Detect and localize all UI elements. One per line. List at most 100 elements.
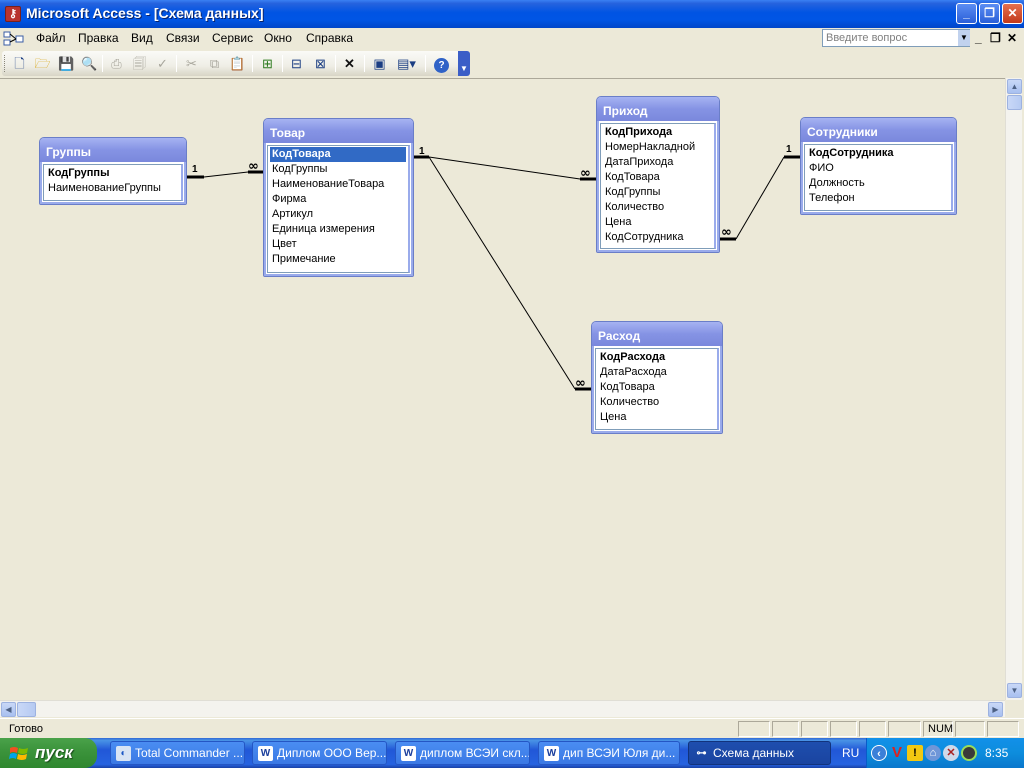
paste-icon[interactable]: 📋 bbox=[229, 56, 246, 71]
help-icon[interactable]: ? bbox=[432, 54, 451, 73]
field[interactable]: НаименованиеГруппы bbox=[48, 182, 161, 194]
menu-file[interactable]: Файл bbox=[36, 31, 66, 45]
show-direct-icon[interactable]: ⊟ bbox=[291, 56, 302, 71]
vertical-scrollbar[interactable]: ▲ ▼ bbox=[1005, 78, 1022, 700]
field[interactable]: НомерНакладной bbox=[605, 141, 696, 153]
field-key[interactable]: КодРасхода bbox=[600, 351, 666, 363]
field[interactable]: ДатаРасхода bbox=[600, 366, 667, 378]
copy-icon[interactable]: ⧉ bbox=[209, 56, 220, 71]
show-all-icon[interactable]: ⊠ bbox=[315, 56, 326, 71]
mdi-restore-button[interactable]: ❐ bbox=[990, 31, 1001, 45]
start-button[interactable]: пуск bbox=[0, 738, 97, 768]
spelling-icon[interactable]: ✓ bbox=[157, 56, 168, 71]
network-disconnected-icon[interactable]: ✕ bbox=[943, 745, 959, 761]
ask-question-dropdown[interactable]: ▼ bbox=[958, 30, 970, 46]
field[interactable]: Цвет bbox=[272, 238, 297, 250]
new-object-icon[interactable]: ▣ bbox=[373, 56, 386, 71]
show-table-icon[interactable]: ⊞ bbox=[262, 56, 273, 71]
field-list[interactable]: КодТовара КодГруппы НаименованиеТовара Ф… bbox=[267, 145, 410, 273]
task-relationships[interactable]: ⊶ Схема данных bbox=[688, 741, 831, 765]
field-key[interactable]: КодСотрудника bbox=[809, 147, 894, 159]
relation-tovar-rashod[interactable]: ∞ bbox=[428, 156, 592, 391]
scroll-right-arrow-icon[interactable]: ▶ bbox=[988, 702, 1003, 717]
field-list[interactable]: КодСотрудника ФИО Должность Телефон bbox=[804, 144, 953, 211]
field-list[interactable]: КодГруппы НаименованиеГруппы bbox=[43, 164, 183, 201]
table-title[interactable]: Приход bbox=[597, 97, 719, 121]
field[interactable]: Артикул bbox=[272, 208, 314, 220]
mdi-minimize-button[interactable]: _ bbox=[975, 31, 982, 45]
table-sotrudniki[interactable]: Сотрудники КодСотрудника ФИО Должность Т… bbox=[800, 117, 957, 215]
task-total-commander[interactable]: ◐ Total Commander ... bbox=[110, 741, 245, 765]
field[interactable]: Количество bbox=[600, 396, 660, 408]
menu-window[interactable]: Окно bbox=[264, 31, 292, 45]
horizontal-scroll-thumb[interactable] bbox=[17, 702, 36, 717]
field[interactable]: Примечание bbox=[272, 253, 336, 265]
menu-help[interactable]: Справка bbox=[306, 31, 354, 45]
new-icon[interactable]: 🗋 bbox=[14, 56, 25, 71]
ask-question-input[interactable]: Введите вопрос bbox=[822, 29, 970, 47]
print-icon[interactable]: ⎙ bbox=[111, 56, 122, 71]
field[interactable]: Цена bbox=[605, 216, 632, 228]
title-bar[interactable]: ⚷ Microsoft Access - [Схема данных] _ ❐ … bbox=[0, 0, 1024, 28]
save-icon[interactable]: 💾 bbox=[58, 56, 75, 71]
scroll-up-arrow-icon[interactable]: ▲ bbox=[1007, 79, 1022, 94]
field[interactable]: КодТовара bbox=[600, 381, 655, 393]
network-icon[interactable]: ⌂ bbox=[925, 745, 941, 761]
field[interactable]: КодГруппы bbox=[605, 186, 661, 198]
task-word-diplom-1[interactable]: W Диплом ООО Вер... bbox=[252, 741, 387, 765]
field-key[interactable]: КодГруппы bbox=[48, 167, 110, 179]
field[interactable]: ДатаПрихода bbox=[605, 156, 674, 168]
table-prihod[interactable]: Приход КодПрихода НомерНакладной ДатаПри… bbox=[596, 96, 720, 253]
field[interactable]: КодСотрудника bbox=[605, 231, 684, 243]
close-button[interactable]: ✕ bbox=[1002, 3, 1023, 24]
field-key[interactable]: КодПрихода bbox=[605, 126, 673, 138]
relation-sotrudniki-prihod[interactable]: 1 ∞ bbox=[719, 144, 801, 241]
print-preview-icon[interactable]: 🗐 bbox=[133, 56, 146, 71]
menu-edit[interactable]: Правка bbox=[78, 31, 119, 45]
tray-arrow-icon[interactable]: ‹ bbox=[871, 745, 887, 761]
horizontal-scrollbar[interactable]: ◀ ▶ bbox=[0, 700, 1005, 717]
table-title[interactable]: Расход bbox=[592, 322, 722, 346]
security-warning-icon[interactable]: ! bbox=[907, 745, 923, 761]
table-rashod[interactable]: Расход КодРасхода ДатаРасхода КодТовара … bbox=[591, 321, 723, 434]
field-list[interactable]: КодРасхода ДатаРасхода КодТовара Количес… bbox=[595, 348, 719, 430]
field[interactable]: Фирма bbox=[272, 193, 307, 205]
table-title[interactable]: Товар bbox=[264, 119, 413, 143]
field[interactable]: Количество bbox=[605, 201, 665, 213]
field[interactable]: КодГруппы bbox=[272, 163, 328, 175]
toolbar-options-chevron[interactable]: ▼ bbox=[458, 51, 470, 76]
table-title[interactable]: Сотрудники bbox=[801, 118, 956, 142]
menu-tools[interactable]: Сервис bbox=[212, 31, 254, 45]
antivirus-icon[interactable]: V bbox=[891, 744, 902, 761]
field[interactable]: КодТовара bbox=[605, 171, 660, 183]
table-gruppy[interactable]: Группы КодГруппы НаименованиеГруппы bbox=[39, 137, 187, 205]
maximize-button[interactable]: ❐ bbox=[979, 3, 1000, 24]
delete-icon[interactable]: ✕ bbox=[344, 56, 355, 71]
task-word-diplom-2[interactable]: W диплом ВСЭИ скл... bbox=[395, 741, 530, 765]
field[interactable]: Цена bbox=[600, 411, 627, 423]
vertical-scroll-thumb[interactable] bbox=[1007, 95, 1022, 110]
field-key-selected[interactable]: КодТовара bbox=[270, 147, 406, 162]
menu-relations[interactable]: Связи bbox=[166, 31, 200, 45]
table-tovar[interactable]: Товар КодТовара КодГруппы НаименованиеТо… bbox=[263, 118, 414, 277]
field[interactable]: Должность bbox=[809, 177, 865, 189]
relation-tovar-prihod[interactable]: 1 ∞ bbox=[413, 146, 597, 181]
file-search-icon[interactable]: 🔍 bbox=[81, 56, 98, 71]
office-links-icon[interactable]: ▤▾ bbox=[397, 56, 416, 71]
task-word-diplom-3[interactable]: W дип ВСЭИ Юля ди... bbox=[538, 741, 680, 765]
table-title[interactable]: Группы bbox=[40, 138, 186, 162]
field[interactable]: НаименованиеТовара bbox=[272, 178, 385, 190]
cut-icon[interactable]: ✂ bbox=[186, 56, 197, 71]
field[interactable]: ФИО bbox=[809, 162, 834, 174]
minimize-button[interactable]: _ bbox=[956, 3, 977, 24]
access-icon[interactable]: ⚷ bbox=[5, 6, 21, 22]
relationships-canvas[interactable]: 1 ∞ 1 ∞ ∞ 1 ∞ bbox=[0, 78, 1005, 700]
field[interactable]: Единица измерения bbox=[272, 223, 375, 235]
menu-view[interactable]: Вид bbox=[131, 31, 153, 45]
open-icon[interactable]: 🗁 bbox=[34, 56, 51, 71]
field-list[interactable]: КодПрихода НомерНакладной ДатаПрихода Ко… bbox=[600, 123, 716, 249]
tray-app-icon[interactable] bbox=[961, 745, 977, 761]
field[interactable]: Телефон bbox=[809, 192, 855, 204]
relation-gruppy-tovar[interactable]: 1 ∞ bbox=[186, 159, 264, 179]
language-indicator[interactable]: RU bbox=[842, 746, 860, 760]
